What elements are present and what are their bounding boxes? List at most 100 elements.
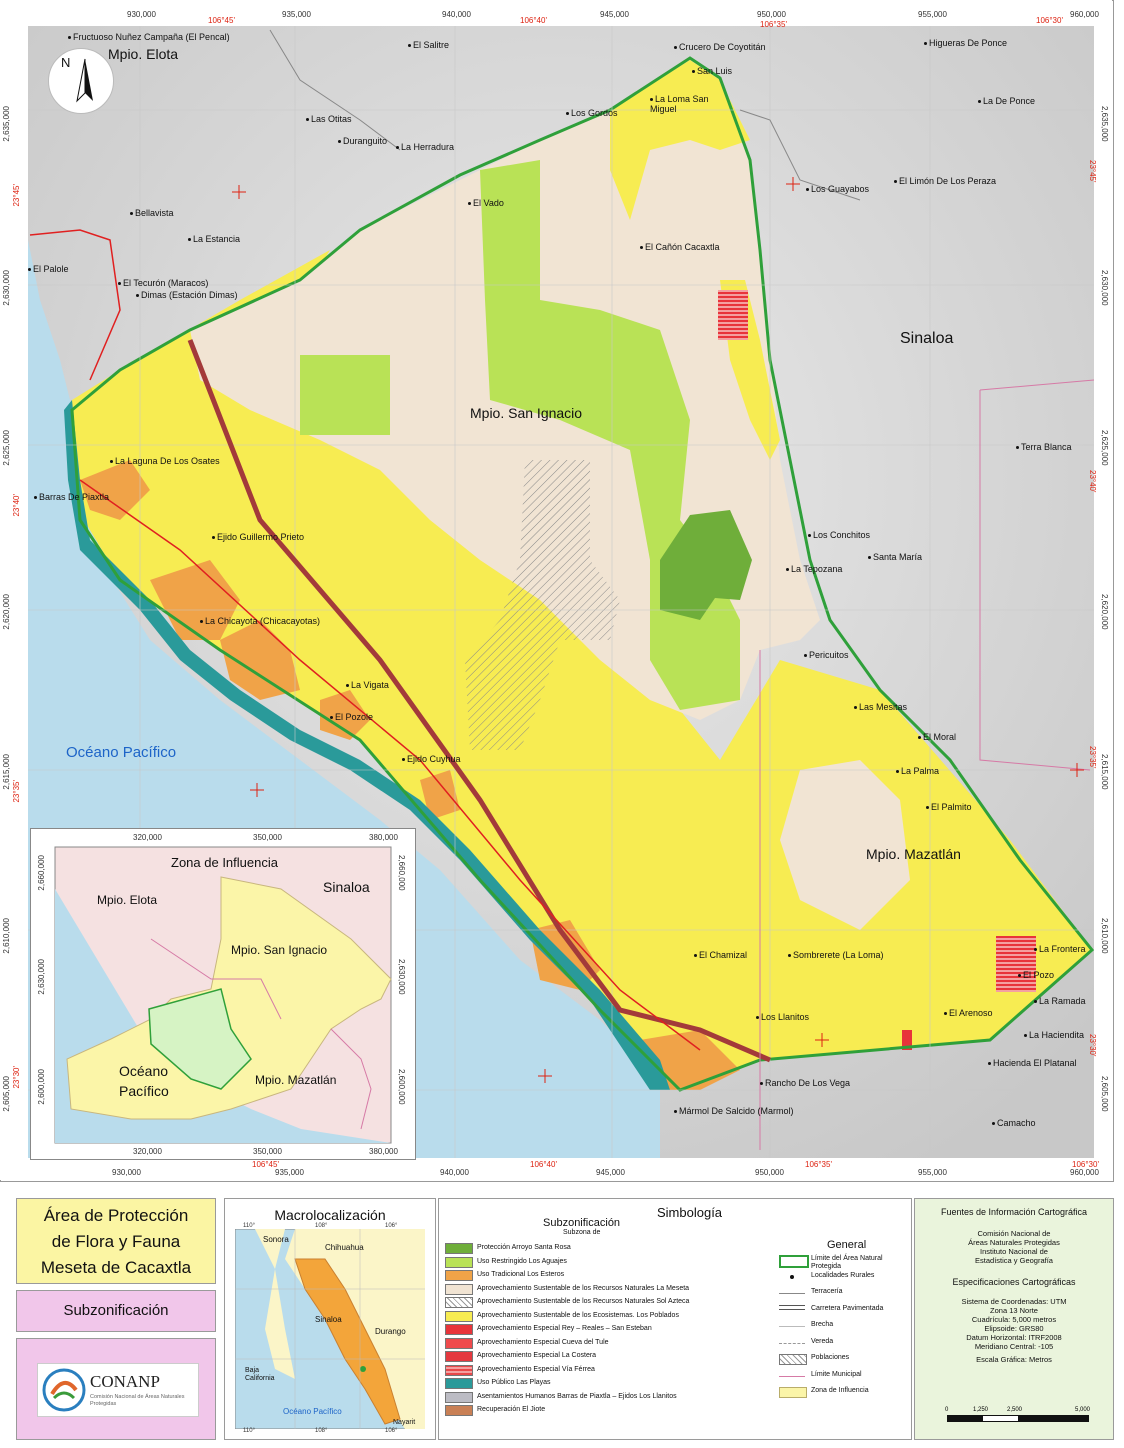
place-san-luis: San Luis: [692, 66, 732, 76]
place-ejido-cuyhua: Ejido Cuyhua: [402, 754, 461, 764]
coord-left-3: 2,625,000: [2, 430, 11, 466]
place-ejido-guillermo-prieto: Ejido Guillermo Prieto: [212, 532, 304, 542]
general-symbol-hatch-box: [779, 1354, 807, 1365]
place-la-vigata: La Vigata: [346, 680, 389, 690]
place-los-conchitos: Los Conchitos: [808, 530, 870, 540]
legend-swatch: [445, 1351, 473, 1362]
title-line-2: de Flora y Fauna: [51, 1232, 181, 1251]
legend-swatch: [445, 1391, 473, 1403]
spec-lines: Sistema de Coordenadas: UTM Zona 13 Nort…: [915, 1297, 1113, 1364]
place-los-gordos: Los Gordos: [566, 108, 618, 118]
inset-label-san-ignacio: Mpio. San Ignacio: [231, 943, 328, 957]
coord-bottom-5: 950,000: [755, 1168, 784, 1177]
hatched-zone: [465, 460, 620, 750]
inset-coord-right-2: 2,630,000: [397, 959, 406, 995]
place-el-palmito: El Palmito: [926, 802, 972, 812]
coord-left-red-4: 23°30': [12, 1066, 21, 1089]
inset-label-ocean-1: Océano: [119, 1063, 169, 1079]
legend-item-label: Aprovechamiento Especial Rey – Reales – …: [477, 1325, 652, 1332]
coord-left-red-2: 23°40': [12, 494, 21, 517]
legend-swatch: [445, 1270, 473, 1281]
macro-coord-bottom-3: 106°: [385, 1428, 398, 1434]
coord-bottom-6: 955,000: [918, 1168, 947, 1177]
macro-coord-bottom-1: 110°: [243, 1428, 255, 1434]
general-symbol-yellow-box: [779, 1387, 807, 1398]
general-item-label: Terracería: [811, 1288, 843, 1295]
place-higueras-ponce: Higueras De Ponce: [924, 38, 1007, 48]
beach-zone: [64, 400, 670, 1090]
legend-general-title: General: [827, 1239, 867, 1251]
place-tecuron: El Tecurón (Maracos): [118, 278, 208, 288]
coord-top-5: 950,000: [757, 10, 786, 19]
coord-top-red-4: 106°30': [1036, 16, 1063, 25]
inset-label-elota: Mpio. Elota: [97, 893, 158, 907]
scale-bar: [947, 1415, 1089, 1422]
coord-top-6: 955,000: [918, 10, 947, 19]
macro-coord-top-2: 108°: [315, 1223, 328, 1229]
place-la-tepozana: La Tepozana: [786, 564, 842, 574]
label-mpio-elota: Mpio. Elota: [108, 46, 179, 62]
coord-top-red-1: 106°45': [208, 16, 235, 25]
macro-label-nayarit: Nayarit: [393, 1419, 416, 1426]
title-box: Área de Protección de Flora y Fauna Mese…: [16, 1198, 216, 1284]
spec-line-4: Elipsoide: GRS80: [984, 1324, 1044, 1333]
legend-item-label: Aprovechamiento Sustentable de los Recur…: [477, 1284, 690, 1292]
subtitle-box: Subzonificación: [16, 1290, 216, 1332]
general-symbol-green-box: [779, 1255, 809, 1268]
general-symbol-line-pink: [779, 1371, 805, 1377]
place-sombrerete: Sombrerete (La Loma): [788, 950, 884, 960]
highway: [187, 339, 771, 1063]
coord-right-red-2: 23°40': [1088, 470, 1097, 493]
inset-label-mazatlan: Mpio. Mazatlán: [255, 1073, 337, 1087]
place-dimas: Dimas (Estación Dimas): [136, 290, 238, 300]
place-el-arenoso: El Arenoso: [944, 1008, 993, 1018]
inset-coord-bottom-3: 380,000: [369, 1147, 398, 1156]
inset-label-sinaloa: Sinaloa: [323, 879, 370, 895]
label-mpio-mazatlan: Mpio. Mazatlán: [866, 846, 961, 862]
coord-left-4: 2,620,000: [2, 594, 11, 630]
general-item-label: Límite del Área Natural Protegida: [811, 1255, 883, 1270]
place-el-chamizal: El Chamizal: [694, 950, 747, 960]
macro-label-sinaloa: Sinaloa: [315, 1315, 342, 1324]
coord-left-red-1: 23°45': [12, 184, 21, 207]
place-hacienda-platanal: Hacienda El Platanal: [988, 1058, 1077, 1068]
general-item-label: Vereda: [811, 1337, 834, 1345]
conanp-logo-sub: Comisión Nacional de Áreas Naturales Pro…: [90, 1394, 185, 1407]
place-la-ramada: La Ramada: [1034, 996, 1086, 1006]
conanp-logo: CONANP Comisión Nacional de Áreas Natura…: [37, 1363, 199, 1417]
macro-coord-bottom-2: 108°: [315, 1428, 328, 1434]
general-item-label: Carretera Pavimentada: [811, 1304, 884, 1312]
legend-item-label: Uso Público Las Playas: [477, 1379, 551, 1386]
coord-right-red-1: 23°45': [1088, 160, 1097, 183]
coord-top-2: 935,000: [282, 10, 311, 19]
legend-swatch: [445, 1283, 473, 1295]
place-la-frontera: La Frontera: [1034, 944, 1086, 954]
legend-swatch: [445, 1324, 473, 1335]
place-el-pozole: El Pozole: [330, 712, 373, 722]
place-el-pozo: El Pozo: [1018, 970, 1054, 980]
coord-bottom-red-4: 106°30': [1072, 1160, 1099, 1169]
scale-label-1: 1,250: [973, 1407, 989, 1413]
source-line-3: Instituto Nacional de: [980, 1247, 1048, 1256]
general-symbol-line-double: [779, 1304, 805, 1310]
coord-left-red-3: 23°35': [12, 780, 21, 803]
general-symbol-dot: [779, 1272, 805, 1281]
macro-box: Macrolocalización 110° 108° 106° 110° 10…: [224, 1198, 436, 1440]
legend-subzon-title: Subzonificación: [543, 1217, 621, 1229]
place-los-guayabos: Los Guayabos: [806, 184, 869, 194]
inset-map[interactable]: 320,000 350,000 380,000 320,000 350,000 …: [30, 828, 416, 1160]
coord-top-7: 960,000: [1070, 10, 1099, 19]
macro-label-sonora: Sonora: [263, 1235, 289, 1244]
spec-line-7: Escala Gráfica: Metros: [976, 1355, 1052, 1364]
coord-right-1: 2,635,000: [1100, 106, 1109, 142]
protection-zone: [660, 510, 752, 620]
coord-bottom-2: 935,000: [275, 1168, 304, 1177]
coord-top-3: 940,000: [442, 10, 471, 19]
restricted-zone: [300, 355, 390, 435]
inset-coord-top-1: 320,000: [133, 833, 162, 842]
place-terra-blanca: Terra Blanca: [1016, 442, 1072, 452]
macro-coord-top-3: 106°: [385, 1223, 398, 1229]
title-line-3: Meseta de Cacaxtla: [40, 1258, 192, 1277]
sources-lines: Comisión Nacional de Áreas Naturales Pro…: [915, 1229, 1113, 1265]
legend-item-label: Aprovechamiento Especial Cueva del Tule: [477, 1338, 609, 1346]
